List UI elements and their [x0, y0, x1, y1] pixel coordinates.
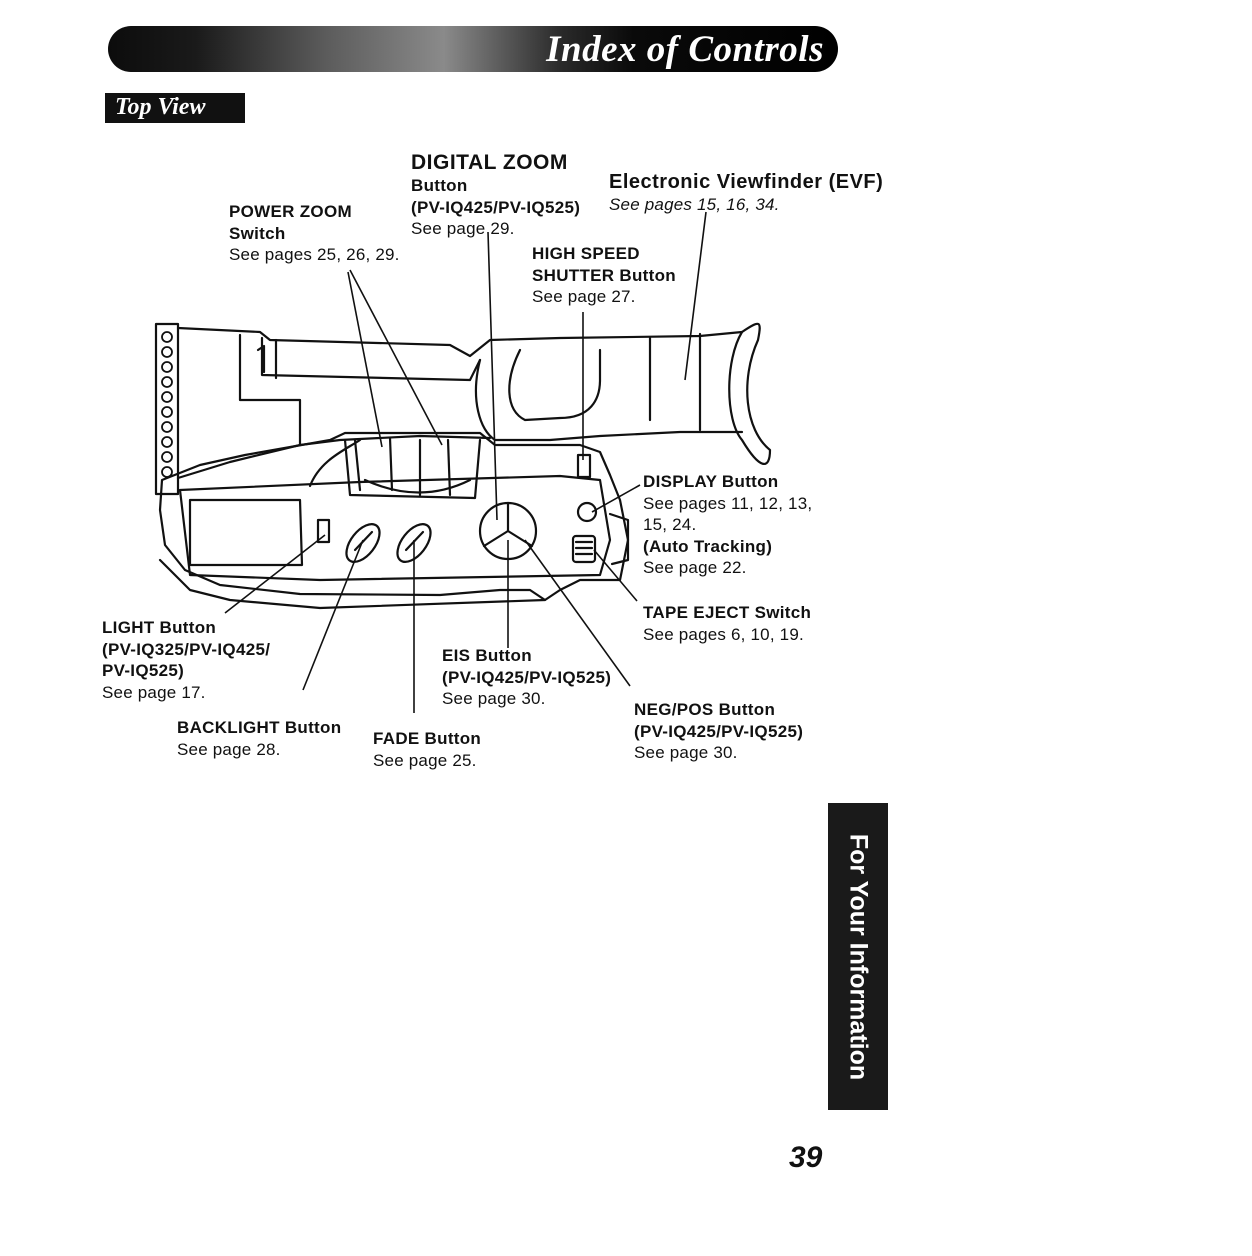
light-line-3: PV-IQ525): [102, 661, 185, 680]
backlight-line-1: BACKLIGHT Button: [177, 718, 342, 737]
high-speed-label: HIGH SPEED SHUTTER Button See page 27.: [532, 243, 676, 308]
leader-power-zoom-1: [347, 271, 383, 448]
fade-line-1: FADE Button: [373, 729, 482, 748]
light-line-2: (PV-IQ325/PV-IQ425/: [102, 639, 271, 659]
section-title: Top View: [115, 94, 206, 120]
evf-label: Electronic Viewfinder (EVF) See pages 15…: [609, 170, 883, 216]
lens-hood-front: [154, 322, 180, 496]
display-line-1: DISPLAY Button: [643, 472, 779, 491]
leader-neg-pos: [524, 539, 631, 687]
side-tab: For Your Information: [828, 803, 888, 1110]
digital-zoom-line-1: Button: [411, 176, 468, 195]
high-speed-line-2: SHUTTER Button: [532, 265, 676, 285]
digital-zoom-label: DIGITAL ZOOM Button (PV-IQ425/PV-IQ525) …: [411, 151, 580, 240]
neg-pos-line-2: (PV-IQ425/PV-IQ525): [634, 721, 804, 741]
power-zoom-line-1: POWER ZOOM: [229, 202, 352, 221]
light-label: LIGHT Button (PV-IQ325/PV-IQ425/ PV-IQ52…: [102, 617, 270, 703]
display-label: DISPLAY Button See pages 11, 12, 13, 15,…: [643, 471, 812, 579]
leader-power-zoom-2: [349, 269, 443, 446]
digital-zoom-line-3: See page 29.: [411, 219, 515, 238]
tape-eject-line-1: TAPE EJECT Switch: [643, 603, 812, 622]
page-number: 39: [789, 1141, 823, 1174]
display-line-5: See page 22.: [643, 558, 747, 577]
neg-pos-line-3: See page 30.: [634, 743, 738, 762]
eis-line-2: (PV-IQ425/PV-IQ525): [442, 667, 612, 687]
backlight-line-2: See page 28.: [177, 739, 281, 759]
display-line-2: See pages 11, 12, 13,: [643, 493, 813, 513]
neg-pos-label: NEG/POS Button (PV-IQ425/PV-IQ525) See p…: [634, 699, 803, 764]
leader-backlight: [302, 539, 364, 691]
display-line-3: 15, 24.: [643, 515, 697, 534]
leader-display: [591, 484, 641, 513]
light-line-1: LIGHT Button: [102, 618, 217, 637]
high-speed-line-1: HIGH SPEED: [532, 244, 640, 263]
fade-label: FADE Button See page 25.: [373, 728, 481, 771]
eis-line-1: EIS Button: [442, 646, 532, 665]
page-title: Index of Controls: [546, 29, 824, 70]
eis-label: EIS Button (PV-IQ425/PV-IQ525) See page …: [442, 645, 611, 710]
evf-heading: Electronic Viewfinder (EVF): [609, 171, 884, 193]
display-line-4: (Auto Tracking): [643, 536, 773, 556]
neg-pos-line-1: NEG/POS Button: [634, 700, 776, 719]
lens-vent-circles: [161, 331, 173, 478]
digital-zoom-heading: DIGITAL ZOOM: [411, 151, 568, 174]
leader-digital-zoom: [487, 231, 498, 521]
leader-light: [224, 534, 326, 614]
backlight-label: BACKLIGHT Button See page 28.: [177, 717, 341, 760]
tape-eject-label: TAPE EJECT Switch See pages 6, 10, 19.: [643, 602, 811, 645]
header-banner: Index of Controls: [108, 26, 838, 72]
tape-eject-line-2: See pages 6, 10, 19.: [643, 624, 804, 644]
power-zoom-label: POWER ZOOM Switch See pages 25, 26, 29.: [229, 201, 400, 266]
digital-zoom-line-2: (PV-IQ425/PV-IQ525): [411, 197, 581, 217]
evf-line-1: See pages 15, 16, 34.: [609, 195, 780, 214]
high-speed-line-3: See page 27.: [532, 287, 636, 306]
eis-line-3: See page 30.: [442, 689, 546, 708]
section-tag: Top View: [105, 93, 245, 123]
power-zoom-line-2: Switch: [229, 223, 286, 243]
side-tab-label: For Your Information: [844, 833, 873, 1080]
leader-tape-eject: [593, 549, 638, 602]
light-line-4: See page 17.: [102, 682, 206, 702]
fade-line-2: See page 25.: [373, 750, 477, 770]
leader-evf: [684, 211, 707, 381]
power-zoom-line-3: See pages 25, 26, 29.: [229, 245, 400, 264]
